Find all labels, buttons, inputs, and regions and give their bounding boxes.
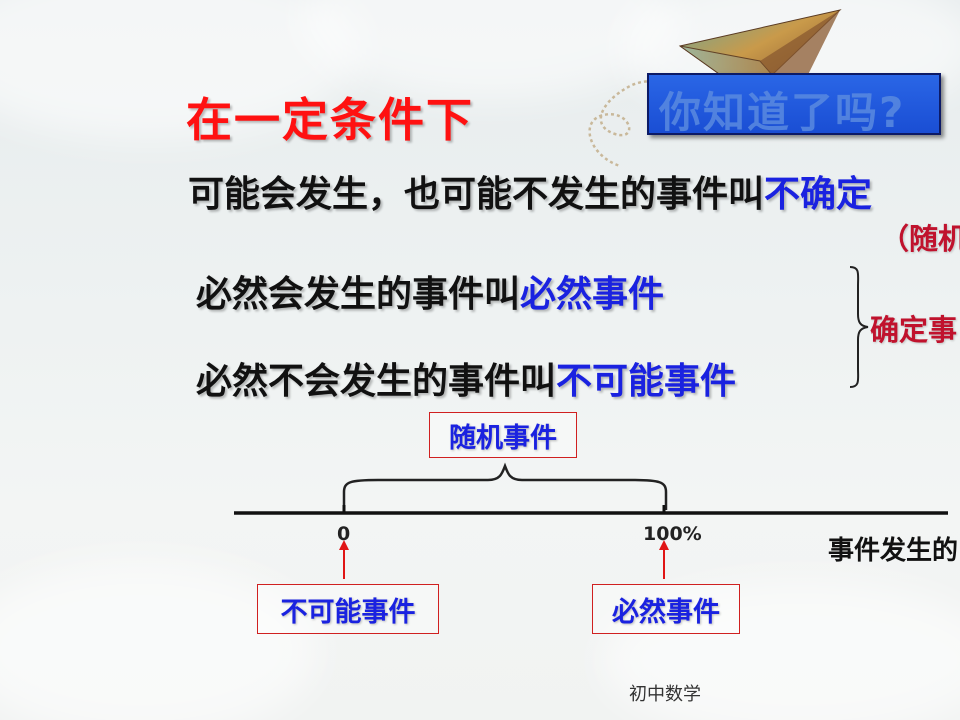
axis-label: 事件发生的 — [828, 536, 959, 566]
banner-text: 你知道了吗? — [659, 88, 906, 137]
certain-event-box: 必然事件 — [592, 584, 740, 634]
certain-prefix: 必然会发生的事件叫 — [196, 274, 521, 315]
right-brace-icon — [849, 266, 869, 388]
impossible-term: 不可能事件 — [556, 361, 737, 402]
impossible-definition: 必然不会发生的事件叫不可能事件 — [196, 352, 736, 404]
background-cloud — [0, 560, 320, 720]
uncertain-term: 不确定 — [764, 174, 873, 215]
determined-label: 确定事 — [870, 313, 958, 347]
footer-text: 初中数学 — [629, 684, 701, 705]
random-note: （随机 — [880, 222, 960, 256]
background-cloud — [600, 580, 960, 720]
uncertain-prefix: 可能会发生，也可能不发生的事件叫 — [188, 174, 765, 215]
impossible-event-box: 不可能事件 — [257, 584, 439, 634]
random-event-box: 随机事件 — [429, 412, 577, 458]
top-brace-icon — [342, 462, 668, 510]
axis-tick-hundred: 100% — [643, 523, 702, 545]
uncertain-definition: 可能会发生，也可能不发生的事件叫不确定 — [188, 165, 872, 217]
probability-axis — [234, 505, 948, 515]
axis-tick-zero: 0 — [337, 523, 351, 545]
slide-title: 在一定条件下 — [186, 93, 474, 147]
banner: 你知道了吗? — [647, 73, 941, 137]
arrow-up-icon — [339, 540, 349, 579]
certain-term: 必然事件 — [520, 274, 665, 315]
impossible-prefix: 必然不会发生的事件叫 — [196, 361, 557, 402]
certain-definition: 必然会发生的事件叫必然事件 — [196, 265, 664, 317]
arrow-up-icon — [659, 540, 669, 579]
